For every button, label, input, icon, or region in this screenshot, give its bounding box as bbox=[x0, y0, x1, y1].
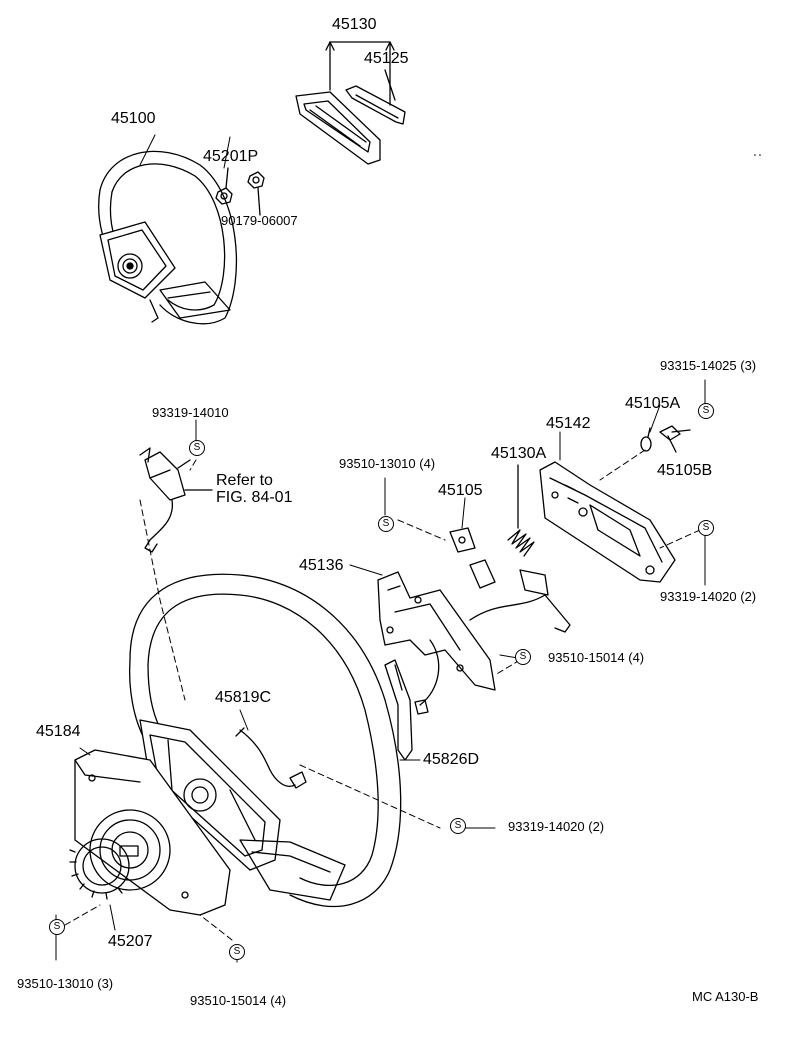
label-93510-13010-3: 93510-13010 (3) bbox=[17, 976, 114, 991]
plate-45142 bbox=[539, 461, 676, 583]
bolt-45105b bbox=[659, 425, 691, 453]
label-45184: 45184 bbox=[36, 723, 81, 740]
label-diagram-code: MC A130-B bbox=[692, 989, 759, 1004]
label-93510-15014-mid: 93510-15014 (4) bbox=[548, 650, 645, 665]
nut-45201p bbox=[215, 167, 233, 205]
spring-45130a bbox=[507, 529, 535, 557]
s-symbol-93319-14020-right: S bbox=[698, 520, 714, 536]
contact-plate-45136 bbox=[377, 571, 496, 715]
cable-ring bbox=[69, 838, 130, 900]
label-45105b: 45105B bbox=[657, 462, 713, 479]
label-45136: 45136 bbox=[299, 557, 344, 574]
leader-45125 bbox=[384, 69, 396, 101]
label-45201p: 45201P bbox=[203, 148, 259, 165]
bracket-45826d bbox=[384, 659, 413, 761]
label-refer-to: Refer to bbox=[216, 472, 273, 489]
label-45207: 45207 bbox=[108, 933, 153, 950]
label-93510-15014-bottom: 93510-15014 (4) bbox=[190, 993, 287, 1008]
label-45130: 45130 bbox=[332, 16, 377, 33]
steering-wheel-top bbox=[98, 150, 238, 325]
label-fig-84-01: FIG. 84-01 bbox=[216, 489, 293, 506]
s-symbol-93510-15014-bottom: S bbox=[229, 944, 245, 960]
label-93319-14020-right: 93319-14020 (2) bbox=[660, 589, 757, 604]
label-45125: 45125 bbox=[364, 50, 409, 67]
steering-wheel-main bbox=[128, 573, 402, 908]
column-cover bbox=[74, 749, 231, 916]
wire-from-plate bbox=[469, 569, 571, 633]
contact-45105 bbox=[449, 527, 496, 589]
s-symbol-93319-14020-lower: S bbox=[450, 818, 466, 834]
nut-90179 bbox=[247, 171, 265, 216]
label-45819c: 45819C bbox=[215, 689, 272, 706]
label-93319-14020-lower: 93319-14020 (2) bbox=[508, 819, 605, 834]
label-93315-14025: 93315-14025 (3) bbox=[660, 358, 757, 373]
s-symbol-93315-14025: S bbox=[698, 403, 714, 419]
label-45142: 45142 bbox=[546, 415, 591, 432]
label-45100: 45100 bbox=[111, 110, 156, 127]
s-symbol-93319-14010: S bbox=[189, 440, 205, 456]
dashed-lines bbox=[64, 449, 701, 941]
label-45105: 45105 bbox=[438, 482, 483, 499]
horn-pad bbox=[295, 85, 406, 165]
connector-switch bbox=[139, 447, 191, 553]
wire-harness-45819c bbox=[235, 727, 307, 789]
s-symbol-93510-15014-mid: S bbox=[515, 649, 531, 665]
label-45130a: 45130A bbox=[491, 445, 547, 462]
label-93510-13010-4: 93510-13010 (4) bbox=[339, 456, 436, 471]
leader-lines bbox=[55, 134, 706, 963]
label-90179-06007: 90179-06007 bbox=[221, 213, 298, 228]
label-93319-14010: 93319-14010 bbox=[152, 405, 229, 420]
label-45105a: 45105A bbox=[625, 395, 681, 412]
s-symbol-93510-13010-4: S bbox=[378, 516, 394, 532]
label-45826d: 45826D bbox=[423, 751, 480, 768]
s-symbol-93510-13010-3: S bbox=[49, 919, 65, 935]
washer-45105a bbox=[640, 427, 652, 452]
